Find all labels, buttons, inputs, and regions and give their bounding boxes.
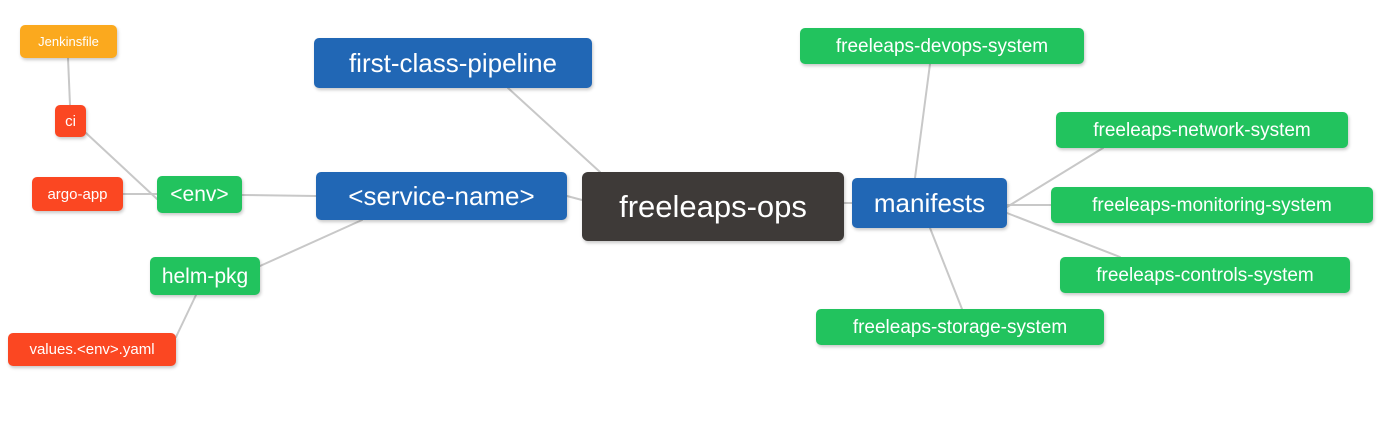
node-controls-system[interactable]: freeleaps-controls-system: [1060, 257, 1350, 293]
node-values-yaml[interactable]: values.<env>.yaml: [8, 333, 176, 366]
edge-values-yaml-to-helm-pkg: [175, 294, 197, 338]
node-label: freeleaps-storage-system: [852, 316, 1068, 338]
node-network-system[interactable]: freeleaps-network-system: [1056, 112, 1348, 148]
node-label: <service-name>: [348, 181, 535, 211]
node-monitoring-system[interactable]: freeleaps-monitoring-system: [1051, 187, 1373, 223]
edge-service-name-to-freeleaps-ops: [566, 195, 583, 201]
node-storage-system[interactable]: freeleaps-storage-system: [816, 309, 1104, 345]
node-first-class-pipeline[interactable]: first-class-pipeline: [314, 38, 592, 88]
edge-first-class-pipeline-to-freeleaps-ops: [507, 87, 601, 173]
node-label: helm-pkg: [161, 264, 249, 288]
node-freeleaps-ops[interactable]: freeleaps-ops: [582, 172, 844, 241]
node-manifests[interactable]: manifests: [852, 178, 1007, 228]
node-label: freeleaps-network-system: [1093, 119, 1311, 141]
node-jenkinsfile[interactable]: Jenkinsfile: [20, 25, 117, 58]
node-env[interactable]: <env>: [157, 176, 242, 213]
node-label: freeleaps-devops-system: [835, 35, 1049, 57]
node-argo-app[interactable]: argo-app: [32, 177, 123, 211]
node-ci[interactable]: ci: [55, 105, 86, 137]
node-label: ci: [65, 112, 76, 130]
node-label: <env>: [170, 183, 229, 206]
edge-jenkinsfile-to-ci: [67, 57, 71, 106]
node-service-name[interactable]: <service-name>: [316, 172, 567, 220]
node-label: freeleaps-controls-system: [1096, 264, 1314, 286]
edge-env-to-service-name: [241, 194, 317, 197]
node-label: values.<env>.yaml: [29, 341, 155, 358]
node-label: manifests: [873, 188, 986, 218]
node-label: first-class-pipeline: [348, 48, 558, 78]
edge-helm-pkg-to-service-name: [259, 219, 363, 267]
node-label: freeleaps-ops: [619, 189, 807, 224]
node-devops-system[interactable]: freeleaps-devops-system: [800, 28, 1084, 64]
node-helm-pkg[interactable]: helm-pkg: [150, 257, 260, 295]
edge-manifests-to-devops-system: [914, 63, 931, 179]
edge-manifests-to-storage-system: [929, 227, 963, 310]
node-label: Jenkinsfile: [38, 34, 99, 49]
node-label: freeleaps-monitoring-system: [1092, 194, 1332, 216]
node-label: argo-app: [47, 185, 108, 203]
